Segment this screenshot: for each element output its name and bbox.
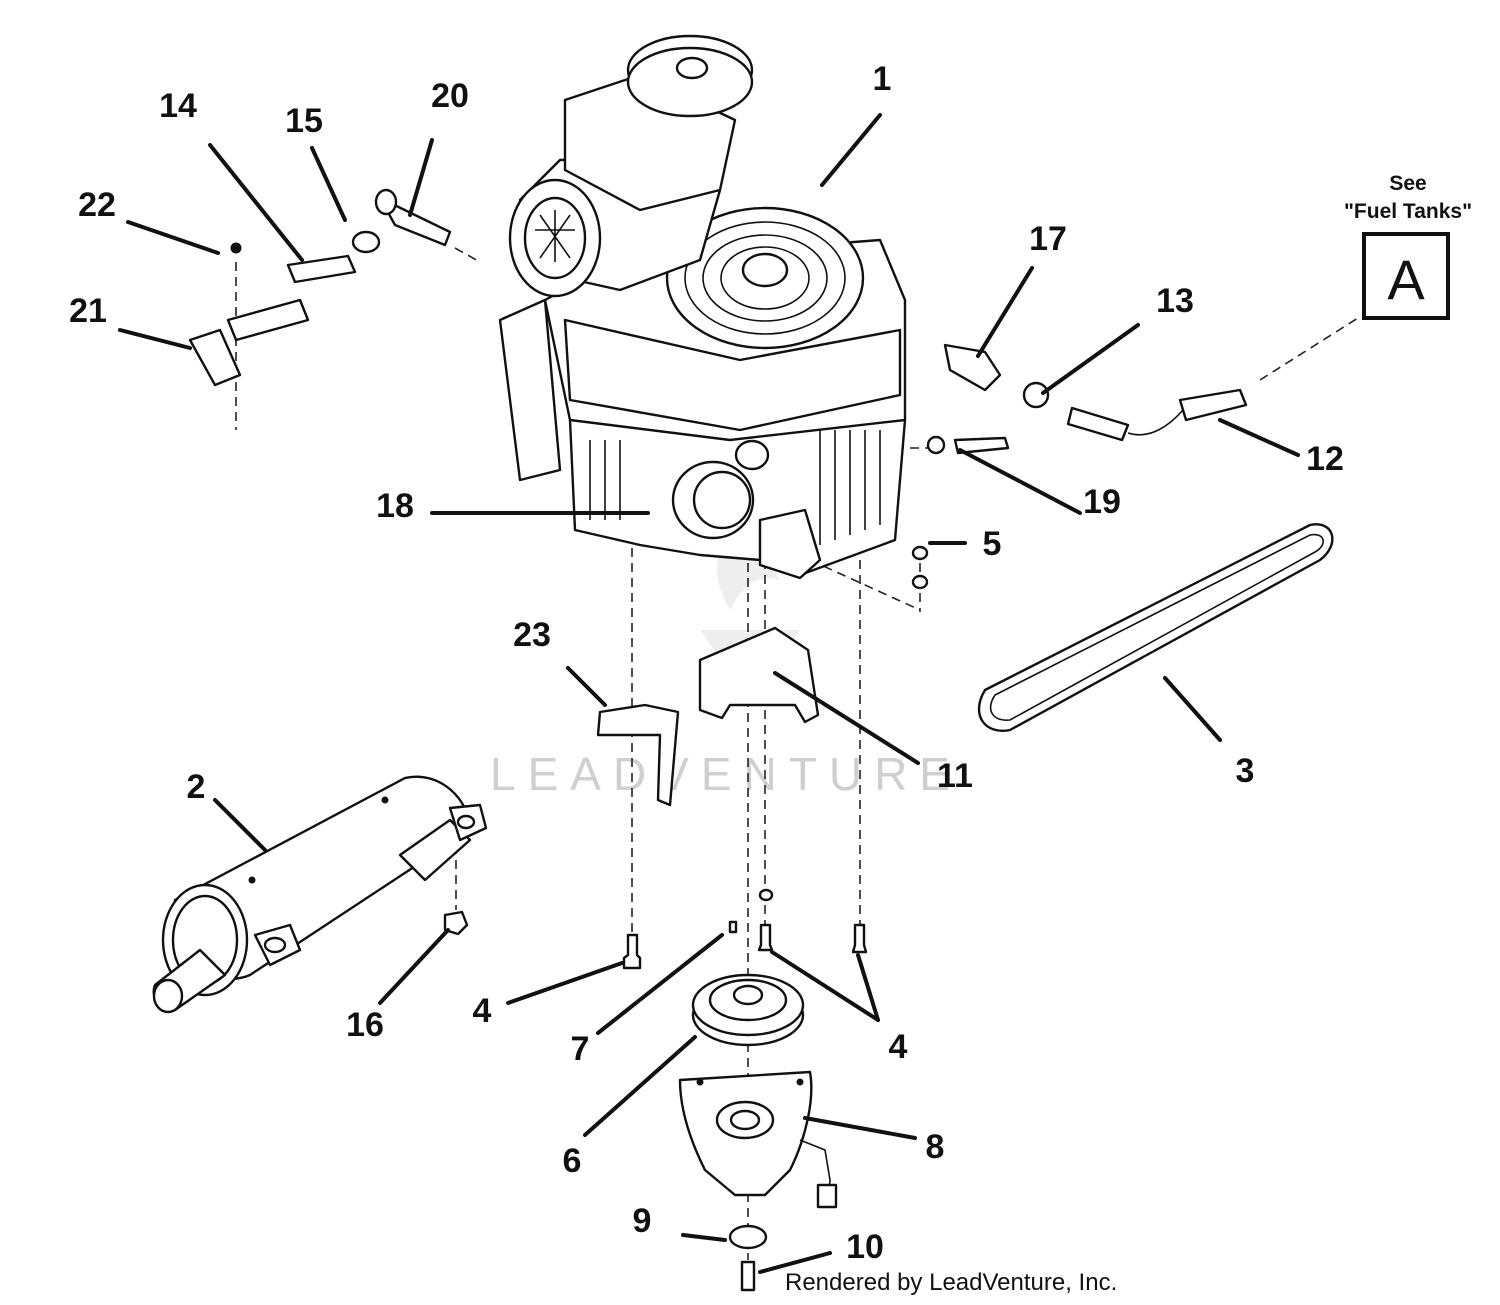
- callout-3: 3: [1236, 752, 1255, 790]
- callout-10: 10: [846, 1228, 884, 1266]
- mounting-bolts: [622, 888, 868, 970]
- exhaust-bracket: [596, 703, 680, 807]
- callout-15: 15: [285, 102, 323, 140]
- callout-20: 20: [431, 77, 469, 115]
- callout-21: 21: [69, 292, 107, 330]
- callout-11: 11: [937, 757, 973, 795]
- reference-letter: A: [1387, 248, 1425, 311]
- callout-9: 9: [633, 1202, 652, 1240]
- callout-4b: 4: [889, 1028, 908, 1066]
- callout-6: 6: [563, 1142, 582, 1180]
- callout-labels: 1 2 3 4 4 5 6 7 8 9 10 11 12 13 14 15 16…: [69, 60, 1344, 1266]
- callout-2: 2: [187, 768, 206, 806]
- callout-16: 16: [346, 1006, 384, 1044]
- callout-18: 18: [376, 487, 414, 525]
- pulley-key: [728, 920, 738, 934]
- watermark-text: LEADVENTURE: [490, 748, 962, 800]
- callout-23: 23: [513, 616, 551, 654]
- fuel-tanks-label: "Fuel Tanks": [1344, 200, 1472, 223]
- clutch-bolt: [740, 1260, 756, 1292]
- callout-19: 19: [1083, 483, 1121, 521]
- render-credit: Rendered by LeadVenture, Inc.: [785, 1269, 1117, 1296]
- engine-pulley: [691, 973, 805, 1047]
- heat-shield: [698, 626, 820, 724]
- fuel-line-parts: [188, 188, 1248, 455]
- callout-22: 22: [78, 186, 116, 224]
- see-label: See: [1389, 172, 1426, 195]
- leader-lines: [118, 113, 1300, 1274]
- callout-12: 12: [1306, 440, 1344, 478]
- callout-7: 7: [571, 1030, 590, 1068]
- muffler: [152, 775, 488, 1014]
- fuel-tanks-reference: See "Fuel Tanks" A: [1344, 172, 1472, 320]
- reference-box: [1362, 232, 1450, 320]
- engine-assembly: [498, 34, 907, 580]
- callout-5: 5: [983, 525, 1002, 563]
- callout-8: 8: [926, 1128, 945, 1166]
- clutch-washer: [728, 1224, 768, 1250]
- callout-4a: 4: [473, 992, 492, 1030]
- muffler-nut: [443, 910, 469, 936]
- callout-1: 1: [873, 60, 892, 98]
- pto-clutch: [678, 1070, 838, 1209]
- lock-nuts: [911, 545, 929, 590]
- callout-13: 13: [1156, 282, 1194, 320]
- drive-belt: [978, 523, 1334, 732]
- callout-17: 17: [1029, 220, 1067, 258]
- callout-14: 14: [159, 87, 197, 125]
